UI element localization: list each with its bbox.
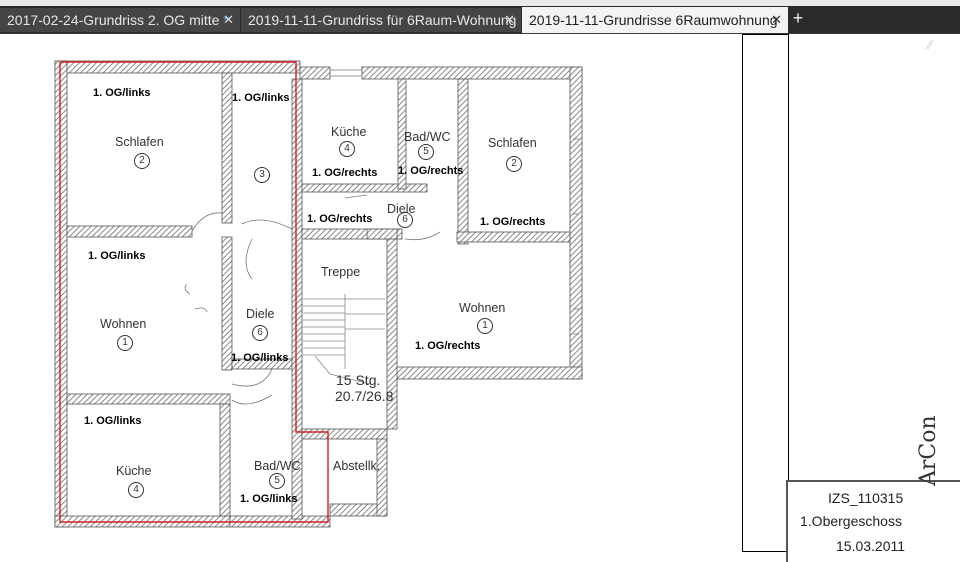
room-name-treppe: Treppe bbox=[321, 265, 361, 279]
annotation-left-bad: 1. OG/links bbox=[240, 493, 298, 505]
annotation-right-kueche: 1. OG/rechts bbox=[312, 167, 378, 179]
arcon-logo: ArCon bbox=[916, 415, 941, 486]
selected-object-box[interactable] bbox=[742, 34, 789, 552]
modified-indicator: * bbox=[223, 12, 229, 28]
floor-plan bbox=[54, 60, 583, 528]
title-block-date: 15.03.2011 bbox=[836, 538, 906, 554]
tab-title: 2017-02-24-Grundriss 2. OG mitte bbox=[7, 12, 220, 28]
scan-smudge: ⁄⁄ bbox=[928, 38, 933, 52]
tab-title: 2019-11-11-Grundrisse 6Raumwohnung bbox=[529, 12, 778, 28]
room-name-kueche-right: Küche bbox=[331, 125, 367, 139]
stairs-count: 15 Stg. bbox=[336, 372, 381, 388]
annotation-right-schlafen: 1. OG/rechts bbox=[480, 216, 546, 228]
room-name-schlafen-left: Schlafen bbox=[115, 135, 164, 149]
annotation-left-wohnen: 1. OG/links bbox=[88, 250, 146, 262]
walls bbox=[54, 60, 583, 528]
annotation-right-diele: 1. OG/rechts bbox=[307, 213, 373, 225]
room-number-bad-left: 5 bbox=[269, 473, 285, 489]
room-name-kueche-left: Küche bbox=[116, 464, 152, 478]
room-number-kueche-right: 4 bbox=[339, 141, 355, 157]
room-name-wohnen-left: Wohnen bbox=[100, 317, 147, 331]
tab-bar: 2017-02-24-Grundriss 2. OG mitte* ✕ 2019… bbox=[0, 6, 960, 34]
tab-grundriss-2og-mitte[interactable]: 2017-02-24-Grundriss 2. OG mitte* ✕ bbox=[0, 8, 241, 32]
staircase bbox=[303, 294, 385, 385]
close-icon[interactable]: ✕ bbox=[223, 12, 234, 27]
annotation-left-mid-top: 1. OG/links bbox=[232, 92, 290, 104]
room-number-wohnen-left: 1 bbox=[117, 335, 133, 351]
close-icon[interactable]: ✕ bbox=[771, 12, 782, 27]
room-name-diele-left: Diele bbox=[246, 307, 275, 321]
tab-grundrisse-6raumwohnung[interactable]: 2019-11-11-Grundrisse 6Raumwohnung ✕ bbox=[522, 7, 789, 33]
selection-outline bbox=[59, 61, 329, 523]
title-block-code: IZS_110315 bbox=[828, 490, 904, 506]
room-number-wohnen-right: 1 bbox=[477, 318, 493, 334]
title-block: IZS_110315 1.Obergeschoss 15.03.2011 bbox=[786, 480, 960, 562]
room-number-kueche-left: 4 bbox=[128, 482, 144, 498]
new-tab-button[interactable]: + bbox=[792, 8, 804, 28]
annotation-left-kueche: 1. OG/links bbox=[84, 415, 142, 427]
room-number-bad-right: 5 bbox=[418, 144, 434, 160]
room-number-diele-left: 6 bbox=[252, 325, 268, 341]
annotation-left-diele: 1. OG/links bbox=[231, 352, 289, 364]
title-block-floor: 1.Obergeschoss bbox=[800, 513, 902, 529]
annotation-right-bad: 1. OG/rechts bbox=[398, 165, 464, 177]
room-name-bad-left: Bad/WC bbox=[254, 459, 301, 473]
annotation-left-top: 1. OG/links bbox=[93, 87, 151, 99]
drawing-canvas[interactable]: 1. OG/links 1. OG/links 1. OG/links 1. O… bbox=[0, 34, 960, 562]
annotation-right-wohnen: 1. OG/rechts bbox=[415, 340, 481, 352]
room-name-bad-right: Bad/WC bbox=[404, 130, 451, 144]
openings bbox=[184, 69, 579, 405]
room-number-diele-right: 6 bbox=[397, 212, 413, 228]
room-name-abstellk: Abstellk. bbox=[333, 459, 381, 473]
stairs-dimensions: 20.7/26.8 bbox=[335, 388, 394, 404]
room-name-wohnen-right: Wohnen bbox=[459, 301, 506, 315]
room-number-middle-top: 3 bbox=[254, 167, 270, 183]
room-number-schlafen-right: 2 bbox=[506, 156, 522, 172]
room-name-schlafen-right: Schlafen bbox=[488, 136, 537, 150]
room-number-schlafen-left: 2 bbox=[134, 153, 150, 169]
tab-grundriss-6raum-wohnung[interactable]: 2019-11-11-Grundriss für 6Raum-Wohnung ✕ bbox=[241, 8, 522, 32]
tab-title: 2019-11-11-Grundriss für 6Raum-Wohnung bbox=[248, 12, 517, 28]
close-icon[interactable]: ✕ bbox=[504, 12, 515, 27]
